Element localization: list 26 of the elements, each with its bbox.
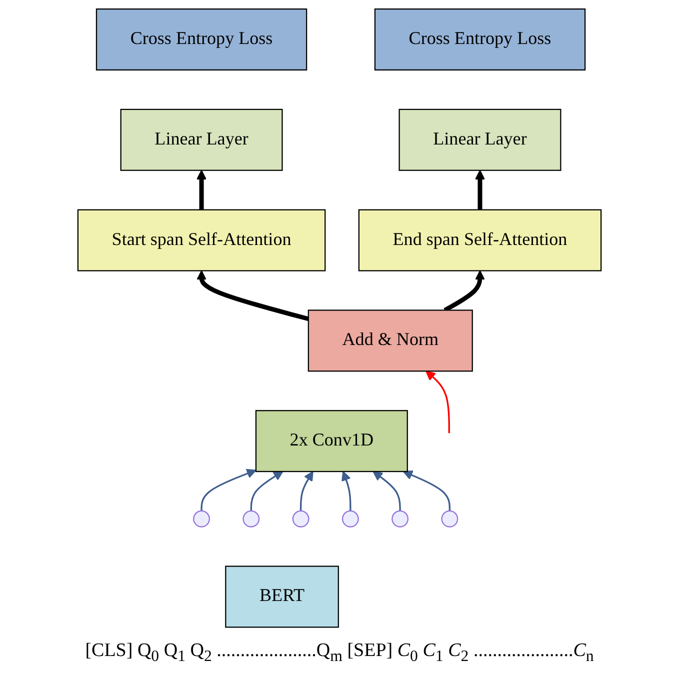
node-box: Cross Entropy Loss xyxy=(374,8,586,70)
node-box: Cross Entropy Loss xyxy=(96,8,308,70)
node-circle xyxy=(392,510,409,528)
node-box: Linear Layer xyxy=(398,108,562,171)
arrow xyxy=(200,468,256,511)
arrow xyxy=(475,170,485,210)
node-circle xyxy=(292,510,310,528)
node-box: Start span Self-Attention xyxy=(77,209,326,272)
node-box: End span Self-Attention xyxy=(358,209,602,272)
node-box: 2x Conv1D xyxy=(255,410,408,472)
node-box: Add & Norm xyxy=(308,310,473,372)
arrow xyxy=(196,270,309,322)
arrow xyxy=(372,471,401,511)
token-sequence: [CLS] Q$_{0}$ Q$_{1}$ Q$_{2}$ .....................Q$_{m}$ [SEP] C$_{0}$ C$_{1}$ C$_{2}$ .....................C$_{n}$ xyxy=(85,640,594,666)
arrow xyxy=(426,370,450,434)
node-circle xyxy=(193,510,210,528)
node-circle xyxy=(441,510,458,528)
arrow xyxy=(250,471,284,511)
node-circle xyxy=(342,510,359,528)
arrow xyxy=(342,471,352,511)
arrow xyxy=(402,470,451,511)
arrow xyxy=(300,471,314,511)
node-circle xyxy=(242,510,260,528)
node-box: Linear Layer xyxy=(120,108,283,171)
node-box: BERT xyxy=(225,566,339,628)
arrow xyxy=(196,170,206,210)
